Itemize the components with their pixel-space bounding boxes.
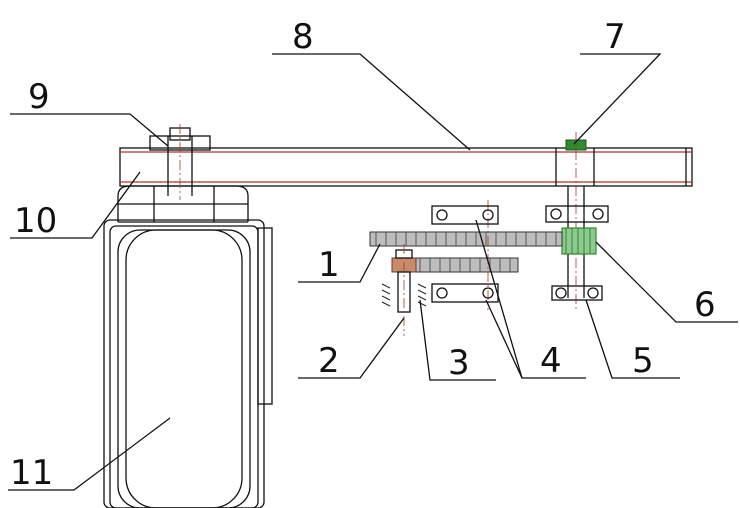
callout-8: 8 [292, 17, 314, 57]
arm [119, 147, 693, 187]
callout-4: 4 [540, 341, 562, 381]
left-pivot [149, 124, 211, 200]
callout-10: 10 [14, 201, 57, 241]
callout-3: 3 [448, 343, 470, 383]
callout-11: 11 [10, 453, 53, 493]
leader-lines [8, 53, 738, 491]
gear-train [369, 200, 563, 310]
callout-5: 5 [632, 341, 654, 381]
pinion-shaft [381, 244, 427, 336]
callout-7: 7 [604, 17, 626, 57]
callout-9: 9 [28, 77, 50, 117]
right-shaft [545, 132, 609, 310]
motor-body [103, 185, 273, 508]
callout-6: 6 [694, 285, 716, 325]
callout-1: 1 [318, 245, 340, 285]
callout-2: 2 [318, 341, 340, 381]
